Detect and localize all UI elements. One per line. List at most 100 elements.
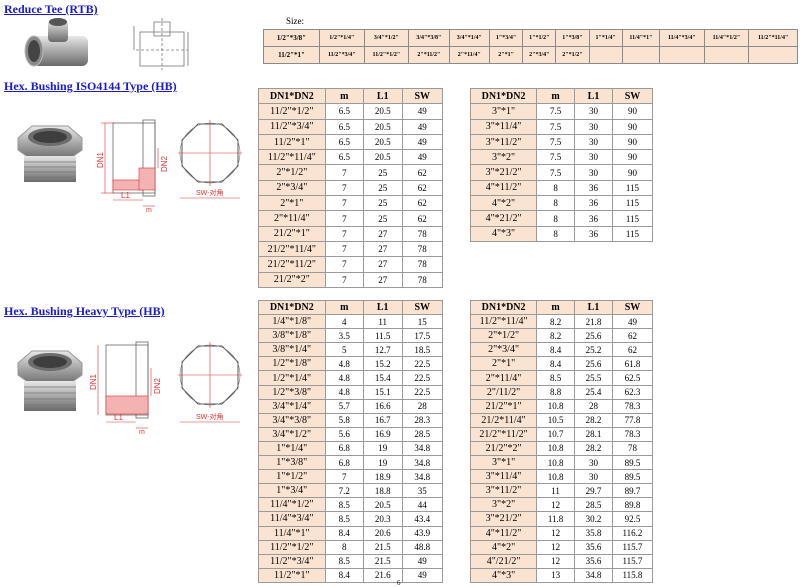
size-row: 1/2"*3/8"1/2"*1/4"3/4"*1/2"3/4"*3/8"3/4"… [263, 29, 798, 47]
value-cell: 7 [324, 164, 365, 181]
size-cell: 4"*21/2" [469, 210, 538, 227]
value-cell: 27 [363, 256, 403, 273]
column-header: L1 [574, 299, 613, 316]
value-cell: 10.5 [536, 412, 576, 428]
size-cell: 1/2"*3/8" [263, 29, 320, 47]
size-cell: 3/8"*1/4" [258, 342, 326, 358]
value-cell: 13 [536, 567, 576, 583]
size-cell: 3"*21/2" [469, 511, 538, 527]
size-cell: 3"*21/2" [469, 164, 538, 181]
value-cell: 115.7 [611, 539, 654, 555]
size-cell: 2"*3/4" [522, 46, 557, 64]
value-cell: 25 [363, 195, 403, 212]
value-cell: 62 [401, 195, 444, 212]
value-cell: 30 [574, 469, 613, 485]
size-cell: 1"*3/8" [555, 29, 590, 47]
hex-bushing-section-drawing: DN1 L1 m DN2 [96, 119, 169, 214]
value-cell: 21.6 [362, 567, 403, 583]
value-cell: 7 [324, 256, 365, 273]
column-header: m [324, 87, 365, 105]
column-header: m [324, 299, 364, 316]
value-cell: 7 [324, 195, 365, 212]
value-cell: 8 [536, 225, 576, 242]
size-cell [588, 46, 623, 64]
column-header: DN1*DN2 [469, 87, 538, 105]
reduce-tee-heading[interactable]: Reduce Tee (RTB) [4, 2, 98, 16]
value-cell: 7 [324, 271, 365, 288]
value-cell: 28.5 [574, 497, 613, 513]
size-cell: 21/2"*1" [258, 225, 326, 242]
value-cell: 25 [363, 164, 403, 181]
size-cell: 11/4"*1" [621, 29, 661, 47]
value-cell: 21.5 [362, 553, 403, 569]
value-cell: 25.6 [574, 356, 613, 372]
size-cell: 11/2"*11/4" [748, 29, 798, 47]
dn1-label: DN1 [96, 151, 105, 168]
value-cell: 16.6 [362, 398, 403, 414]
size-cell: 4"*3" [469, 567, 538, 583]
column-header: SW [611, 87, 654, 105]
l1-label: L1 [114, 413, 123, 422]
value-cell: 8 [536, 210, 576, 227]
value-cell: 49 [401, 553, 443, 569]
value-cell: 5 [324, 342, 364, 358]
value-cell: 28.3 [401, 412, 443, 428]
hex-iso-heading[interactable]: Hex. Bushing ISO4144 Type (HB) [4, 79, 177, 93]
value-cell: 11.8 [536, 511, 576, 527]
value-cell: 89.8 [611, 497, 654, 513]
value-cell: 12 [536, 539, 576, 555]
page-number: 6 [397, 579, 401, 587]
value-cell: 62 [401, 210, 444, 227]
column-header: SW [401, 87, 444, 105]
size-cell: 3"*1" [469, 103, 538, 120]
value-cell: 90 [611, 164, 654, 181]
value-cell: 12.7 [362, 342, 403, 358]
value-cell: 6.8 [324, 440, 364, 457]
value-cell: 8.4 [536, 356, 576, 372]
value-cell: 115.8 [611, 567, 654, 583]
value-cell: 115 [611, 210, 654, 227]
value-cell: 22.5 [401, 384, 443, 400]
value-cell: 62.3 [611, 384, 654, 400]
reduce-tee-size-table: 1/2"*3/8"1/2"*1/4"3/4"*1/2"3/4"*3/8"3/4"… [263, 29, 798, 64]
hex-heavy-heading[interactable]: Hex. Bushing Heavy Type (HB) [4, 304, 165, 318]
value-cell: 7.2 [324, 483, 364, 499]
value-cell: 30 [574, 455, 613, 471]
value-cell: 25.4 [574, 384, 613, 400]
value-cell: 62 [611, 342, 654, 358]
value-cell: 25 [363, 179, 403, 197]
value-cell: 6.5 [324, 149, 365, 166]
size-cell: 3"*1" [469, 455, 538, 471]
value-cell: 28.2 [574, 440, 613, 457]
value-cell: 36 [574, 195, 613, 212]
size-cell: 11/2"*1" [263, 46, 320, 64]
value-cell: 78 [401, 225, 444, 242]
size-cell: 11/4"*1/2" [258, 497, 326, 513]
size-cell: 3/4"*3/8" [258, 412, 326, 428]
sw-label: SW-对角 [196, 188, 223, 197]
size-cell: 11/4"*1" [258, 525, 326, 541]
size-cell: 11/2"*11/4" [469, 314, 538, 330]
size-cell: 1/2"*1/4" [319, 29, 365, 47]
value-cell: 36 [574, 225, 613, 242]
size-cell: 21/2"*2" [258, 271, 326, 288]
